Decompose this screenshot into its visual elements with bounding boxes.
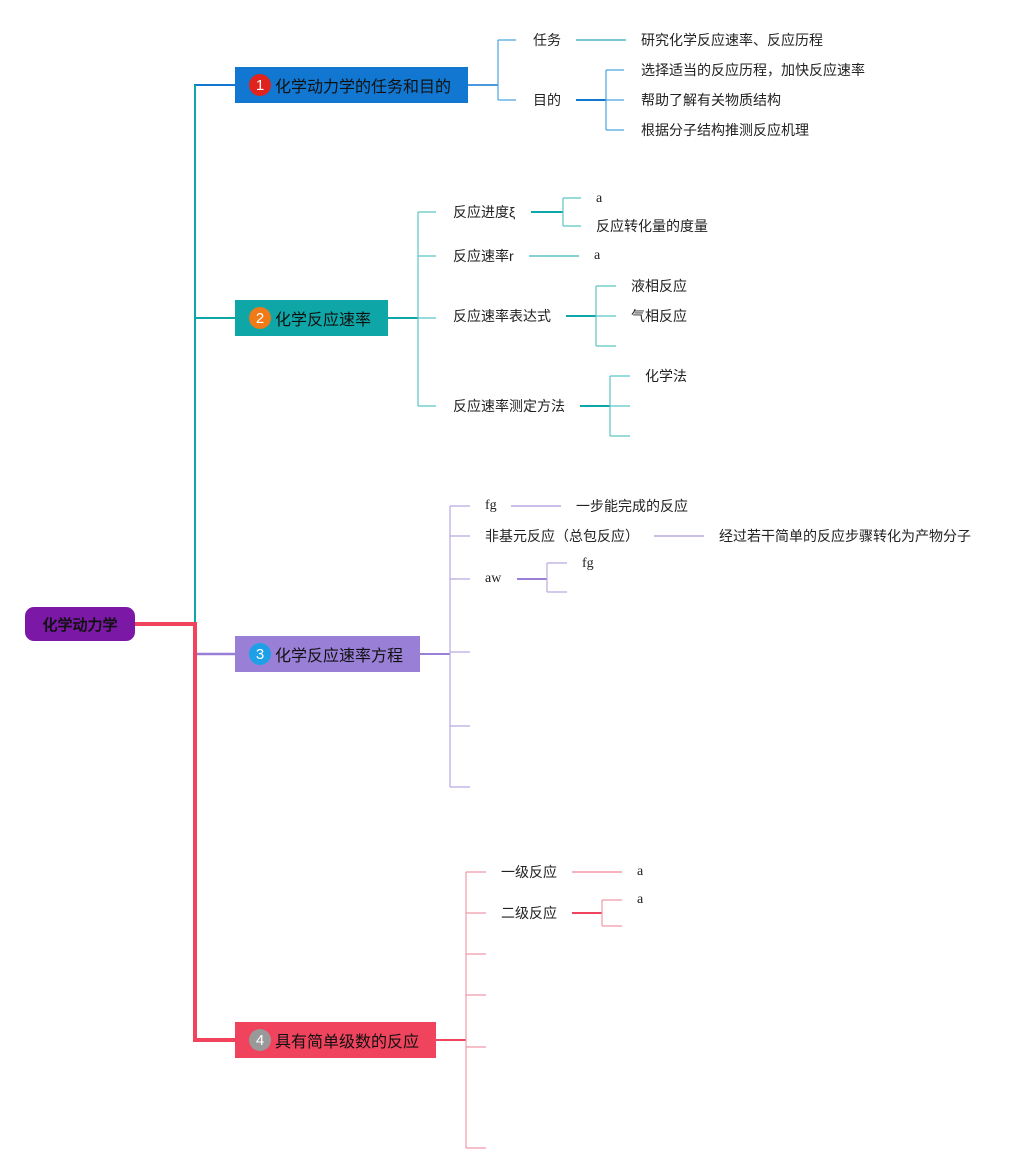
node-measure[interactable]: 反应速率测定方法 (453, 398, 565, 414)
number-badge-icon: 2 (249, 307, 271, 329)
number-badge-icon: 1 (249, 74, 271, 96)
branch3-connectors (420, 505, 704, 788)
node-nonelementary[interactable]: 非基元反应（总包反应） (485, 528, 639, 544)
branch-1-label: 化学动力学的任务和目的 (275, 79, 452, 96)
number-badge-icon: 4 (249, 1029, 271, 1051)
node-progress-item[interactable]: a (596, 191, 603, 206)
node-rate[interactable]: 反应速率r (453, 248, 514, 264)
node-aw-item[interactable]: fg (582, 556, 594, 571)
node-progress[interactable]: 反应进度ξ (453, 204, 516, 220)
node-purpose[interactable]: 目的 (533, 92, 561, 108)
node-first-order[interactable]: 一级反应 (501, 864, 557, 880)
node-rate-item[interactable]: a (594, 248, 601, 263)
root-connectors (135, 84, 236, 1042)
node-first-order-item[interactable]: a (637, 864, 644, 879)
branch-2-label: 化学反应速率 (275, 312, 372, 329)
branch-3-label: 化学反应速率方程 (275, 648, 404, 665)
node-progress-item[interactable]: 反应转化量的度量 (596, 218, 708, 234)
branch-4[interactable]: 4 具有简单级数的反应 (235, 1022, 436, 1058)
branch1-connectors (468, 39, 626, 131)
branch-4-label: 具有简单级数的反应 (275, 1034, 420, 1051)
branch-3[interactable]: 3 化学反应速率方程 (235, 636, 420, 672)
branch-1[interactable]: 1 化学动力学的任务和目的 (235, 67, 468, 103)
node-expr-item[interactable]: 液相反应 (631, 278, 687, 294)
node-task[interactable]: 任务 (533, 32, 561, 48)
node-expr[interactable]: 反应速率表达式 (453, 308, 551, 324)
node-purpose-item[interactable]: 帮助了解有关物质结构 (641, 92, 781, 108)
node-task-desc[interactable]: 研究化学反应速率、反应历程 (641, 32, 823, 48)
node-fg[interactable]: fg (485, 498, 497, 513)
node-fg-desc[interactable]: 一步能完成的反应 (576, 498, 688, 514)
root-node[interactable]: 化学动力学 (25, 607, 135, 641)
branch-2[interactable]: 2 化学反应速率 (235, 300, 388, 336)
node-second-order-item[interactable]: a (637, 892, 644, 907)
node-nonelementary-desc[interactable]: 经过若干简单的反应步骤转化为产物分子 (719, 528, 971, 544)
node-measure-item[interactable]: 化学法 (645, 368, 687, 384)
node-aw[interactable]: aw (485, 571, 502, 586)
branch4-connectors (436, 871, 622, 1149)
root-label: 化学动力学 (42, 616, 118, 634)
node-expr-item[interactable]: 气相反应 (631, 308, 687, 324)
node-purpose-item[interactable]: 根据分子结构推测反应机理 (641, 122, 809, 138)
node-purpose-item[interactable]: 选择适当的反应历程，加快反应速率 (641, 62, 865, 78)
node-second-order[interactable]: 二级反应 (501, 905, 557, 921)
branch2-connectors (388, 197, 630, 437)
number-badge-icon: 3 (249, 643, 271, 665)
